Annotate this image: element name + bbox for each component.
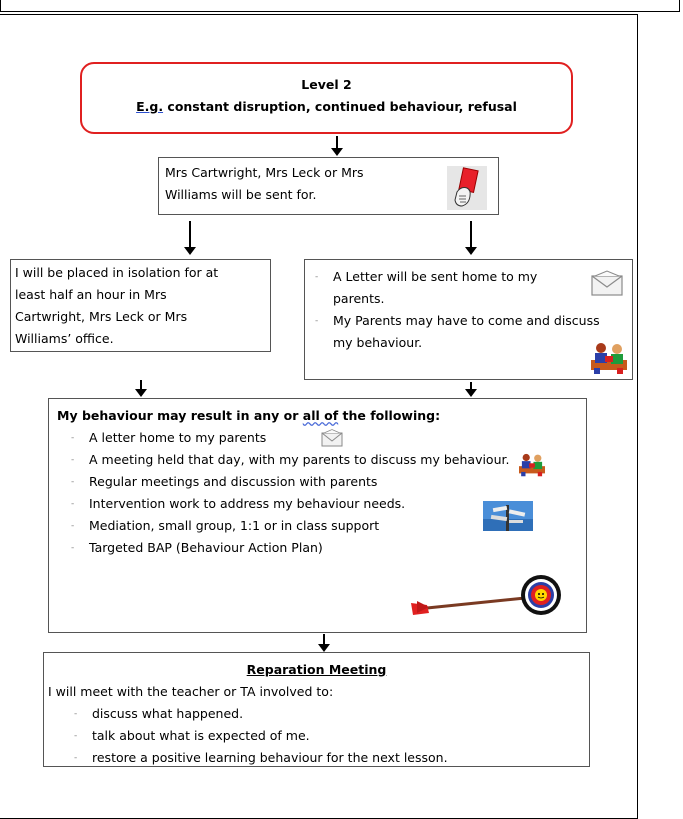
reparation-box: Reparation Meeting I will meet with the … <box>43 652 590 769</box>
outcomes-heading: My behaviour may result in any or all of… <box>57 405 578 427</box>
level-title: Level 2 <box>301 77 352 92</box>
outcomes-heading-all: all <box>302 408 325 423</box>
arrow-outcomes-to-reparation <box>318 634 330 652</box>
parents-list: A Letter will be sent home to my parents… <box>313 266 628 354</box>
eg-label: E.g. <box>136 99 164 114</box>
reparation-intro: I will meet with the teacher or TA invol… <box>48 684 334 699</box>
meeting-people-icon <box>519 451 545 477</box>
isolation-line: Williams’ office. <box>15 331 114 346</box>
level-description-line: E.g. constant disruption, continued beha… <box>82 96 571 118</box>
outcomes-heading-end: the following: <box>338 408 441 423</box>
sent-for-line1: Mrs Cartwright, Mrs Leck or Mrs <box>165 165 364 180</box>
list-item: Regular meetings and discussion with par… <box>57 471 578 493</box>
meeting-people-icon <box>591 340 627 374</box>
reparation-title: Reparation Meeting <box>246 662 387 677</box>
outcomes-heading-start: My behaviour may result in any or <box>57 408 303 423</box>
arrow-isolation-to-outcomes <box>135 380 147 398</box>
list-item: A meeting held that day, with my parents… <box>57 449 559 471</box>
list-item: discuss what happened. <box>48 703 585 725</box>
sent-for-box: Mrs Cartwright, Mrs Leck or Mrs Williams… <box>158 157 499 215</box>
outcomes-box: My behaviour may result in any or all of… <box>48 398 587 633</box>
list-item: Targeted BAP (Behaviour Action Plan) <box>57 537 578 559</box>
red-card-icon <box>447 166 487 210</box>
list-item: A Letter will be sent home to my parents… <box>313 266 577 310</box>
isolation-line: I will be placed in isolation for at <box>15 265 219 280</box>
sent-for-line2: Williams will be sent for. <box>165 187 317 202</box>
arrow-sent-to-parents <box>465 221 477 257</box>
level-box: Level 2 E.g. constant disruption, contin… <box>80 62 573 134</box>
list-item: Intervention work to address my behaviou… <box>57 493 578 515</box>
list-item: My Parents may have to come and discuss … <box>313 310 603 354</box>
isolation-line: least half an hour in Mrs <box>15 287 167 302</box>
target-arrow-icon <box>409 575 574 625</box>
reparation-list: discuss what happened. talk about what i… <box>48 703 585 769</box>
list-item: A letter home to my parents <box>57 427 578 449</box>
outcomes-heading-of: of <box>324 408 339 423</box>
list-item: talk about what is expected of me. <box>48 725 585 747</box>
signpost-icon <box>483 501 533 531</box>
isolation-box: I will be placed in isolation for at lea… <box>10 259 271 352</box>
arrow-level-to-sent <box>331 136 343 158</box>
envelope-icon <box>591 270 623 296</box>
arrow-parents-to-outcomes <box>465 382 477 398</box>
list-item: restore a positive learning behaviour fo… <box>48 747 585 769</box>
outcomes-list: A letter home to my parents A meeting he… <box>57 427 578 559</box>
list-item: Mediation, small group, 1:1 or in class … <box>57 515 578 537</box>
level-description: constant disruption, continued behaviour… <box>163 99 517 114</box>
parents-box: A Letter will be sent home to my parents… <box>304 259 633 380</box>
arrow-sent-to-isolation <box>184 221 196 257</box>
top-frame-edge <box>0 0 680 12</box>
envelope-icon <box>321 429 343 447</box>
frame-top-line <box>0 14 638 15</box>
isolation-line: Cartwright, Mrs Leck or Mrs <box>15 309 188 324</box>
